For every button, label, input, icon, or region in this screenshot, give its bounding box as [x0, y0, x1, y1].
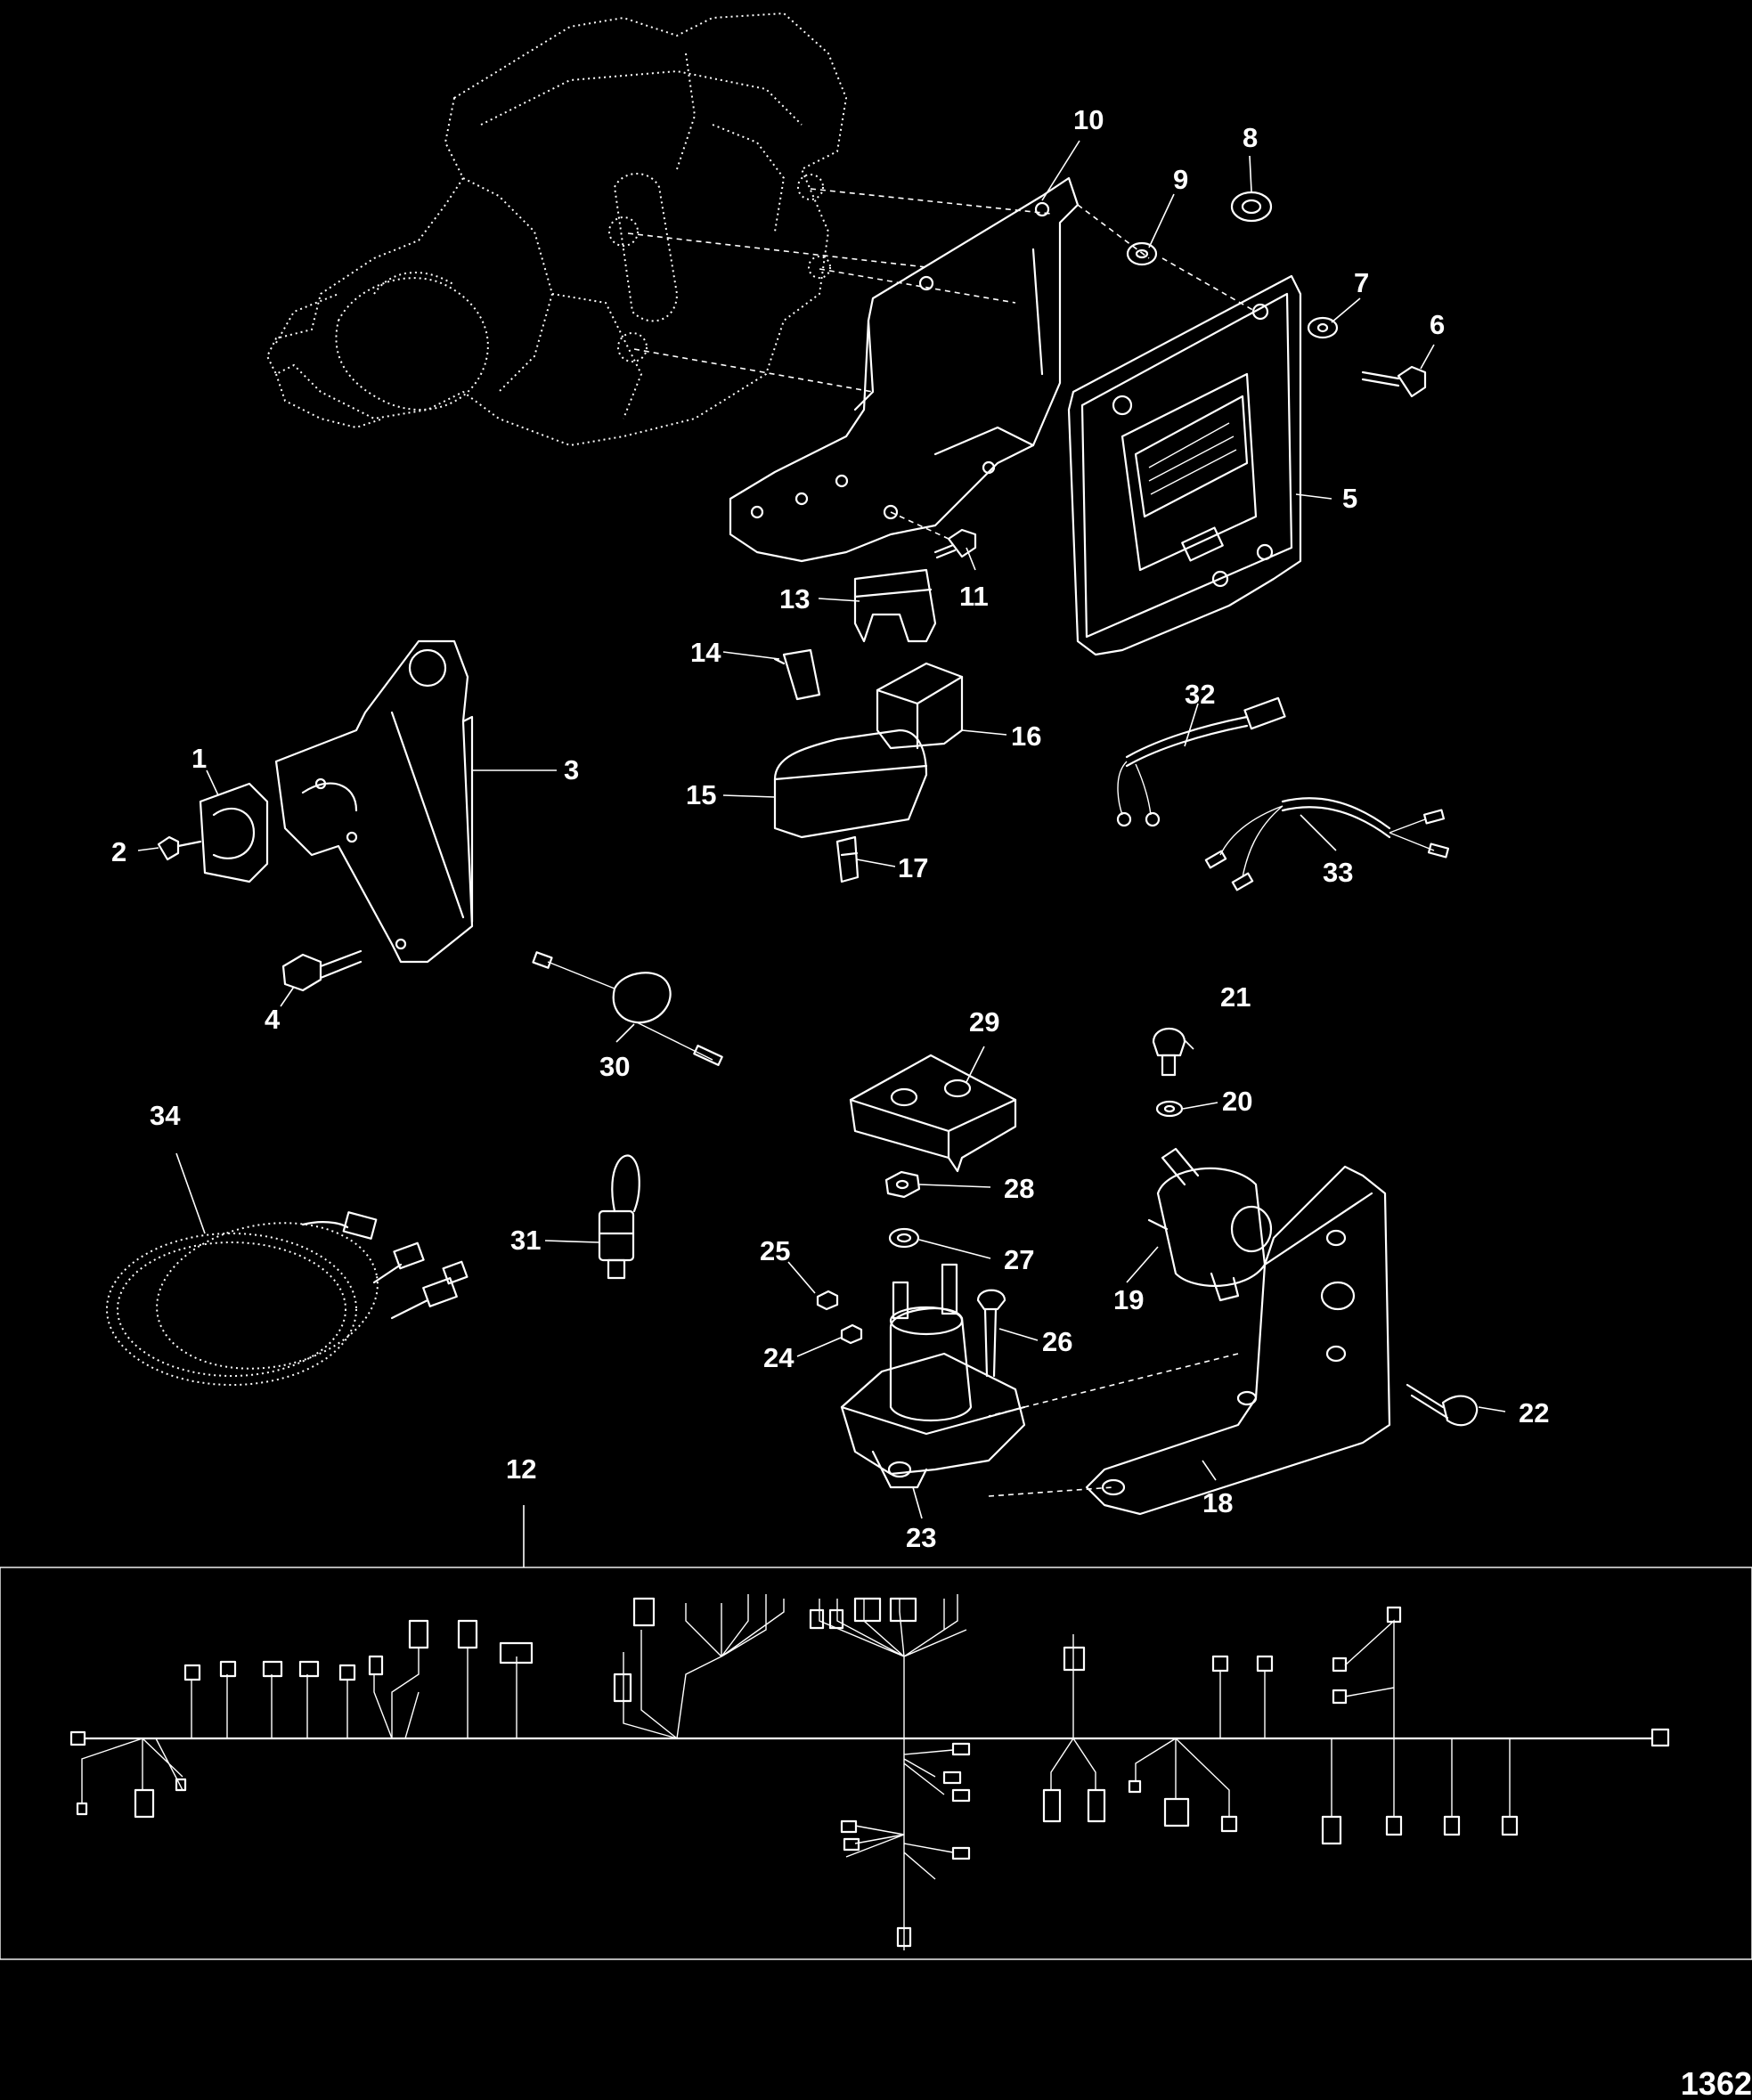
callout-9: 9	[1173, 164, 1188, 195]
callout-3: 3	[564, 754, 579, 785]
callout-6: 6	[1430, 309, 1445, 340]
sensor-30	[532, 951, 723, 1066]
callout-10: 10	[1073, 104, 1104, 135]
nut-28	[884, 1170, 921, 1199]
circuit-breaker-cover-29	[849, 1054, 1017, 1173]
callout-18: 18	[1202, 1487, 1233, 1518]
washer-7	[1307, 316, 1339, 339]
callout-28: 28	[1004, 1173, 1034, 1204]
callout-8: 8	[1243, 122, 1258, 153]
fuse-17	[835, 835, 860, 883]
callout-1: 1	[191, 743, 207, 774]
callout-15: 15	[686, 779, 716, 810]
callout-23: 23	[906, 1522, 936, 1553]
callout-21: 21	[1220, 981, 1251, 1013]
jumper-harness-33	[1204, 797, 1450, 891]
main-harness-box	[0, 1505, 1752, 1960]
callout-7: 7	[1354, 267, 1369, 298]
callout-20: 20	[1222, 1086, 1252, 1117]
callout-12: 12	[506, 1453, 536, 1485]
callout-4: 4	[265, 1004, 281, 1035]
fuse-box-cover-15	[773, 728, 928, 839]
starter-solenoid-23	[840, 1263, 1026, 1489]
screw-2	[157, 835, 202, 861]
callout-29: 29	[969, 1006, 999, 1038]
callout-30: 30	[599, 1051, 630, 1082]
screw-21	[1152, 1028, 1186, 1077]
callout-16: 16	[1011, 720, 1041, 752]
screw-22	[1406, 1383, 1479, 1427]
fuse-31	[598, 1154, 640, 1280]
callout-14: 14	[690, 637, 721, 668]
engine-control-module	[1067, 274, 1302, 656]
callout-34: 34	[150, 1100, 181, 1131]
callout-17: 17	[898, 852, 928, 883]
callout-26: 26	[1042, 1326, 1072, 1357]
callout-5: 5	[1342, 483, 1357, 514]
callout-32: 32	[1185, 679, 1215, 710]
coiled-harness-34	[106, 1211, 469, 1386]
callout-labels: 1 2 3 4 5 6 7 8 9 10 11 12 13 14 15 16 1…	[111, 104, 1549, 1553]
figure-number: 1362	[1681, 2065, 1752, 2100]
relay-16	[876, 662, 964, 750]
lockwasher-20	[1155, 1100, 1184, 1118]
callout-22: 22	[1519, 1397, 1549, 1428]
relay-bracket-13	[853, 568, 937, 643]
mounting-plate-3	[274, 639, 474, 964]
leader-lines	[137, 140, 1506, 1519]
callout-33: 33	[1323, 857, 1353, 888]
screw-6	[1361, 365, 1427, 398]
clamp-1	[199, 782, 269, 883]
callout-31: 31	[510, 1225, 541, 1256]
solenoid-bracket-18	[988, 1165, 1391, 1516]
sleeve-9	[1126, 241, 1158, 266]
bolt-4	[281, 949, 363, 992]
screw-26	[976, 1289, 1006, 1378]
engine-block-phantom	[265, 12, 848, 447]
screw-11	[890, 511, 977, 559]
callout-24: 24	[763, 1342, 795, 1373]
callout-25: 25	[760, 1235, 790, 1266]
callout-13: 13	[779, 583, 810, 615]
nut-24	[840, 1323, 863, 1345]
callout-27: 27	[1004, 1244, 1034, 1275]
jumper-harness-32	[1116, 696, 1286, 827]
grommet-8	[1230, 191, 1273, 223]
nut-25	[816, 1290, 839, 1311]
callout-19: 19	[1113, 1284, 1144, 1315]
callout-11: 11	[959, 581, 989, 612]
circuit-breaker-19	[1147, 1147, 1273, 1302]
clip-14	[773, 648, 821, 701]
callout-2: 2	[111, 836, 126, 867]
washer-27	[888, 1227, 920, 1249]
ecm-mounting-bracket	[729, 176, 1080, 563]
